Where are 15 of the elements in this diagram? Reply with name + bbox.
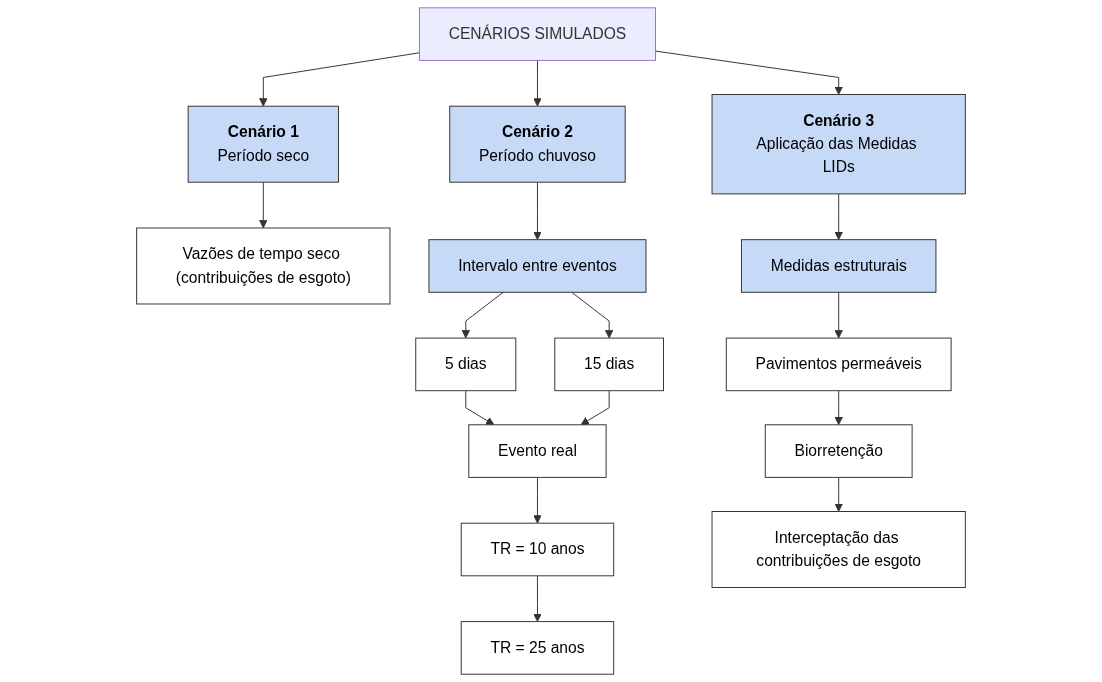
node-box: Interceptação das contribuições de esgoto	[711, 511, 966, 588]
node-box: Biorretenção	[764, 424, 913, 478]
node-box: Pavimentos permeáveis	[725, 337, 952, 392]
node-box: TR = 25 anos	[460, 621, 615, 675]
node-box: Medidas estruturais	[740, 239, 937, 293]
node-box: CENÁRIOS SIMULADOS	[418, 7, 656, 61]
node-box: Cenário 1 Período seco	[187, 105, 339, 183]
node-box: 15 dias	[554, 337, 664, 392]
node-box: Vazões de tempo seco (contribuições de esgoto)	[136, 227, 391, 305]
node-box: TR = 10 anos	[460, 522, 615, 577]
node-box: 5 dias	[415, 337, 517, 392]
node-box: Cenário 3 Aplicação das Medidas LIDs	[711, 94, 966, 195]
node-box: Evento real	[468, 424, 607, 478]
node-box: Intervalo entre eventos	[428, 239, 647, 293]
node-box: Cenário 2 Período chuvoso	[449, 105, 626, 183]
